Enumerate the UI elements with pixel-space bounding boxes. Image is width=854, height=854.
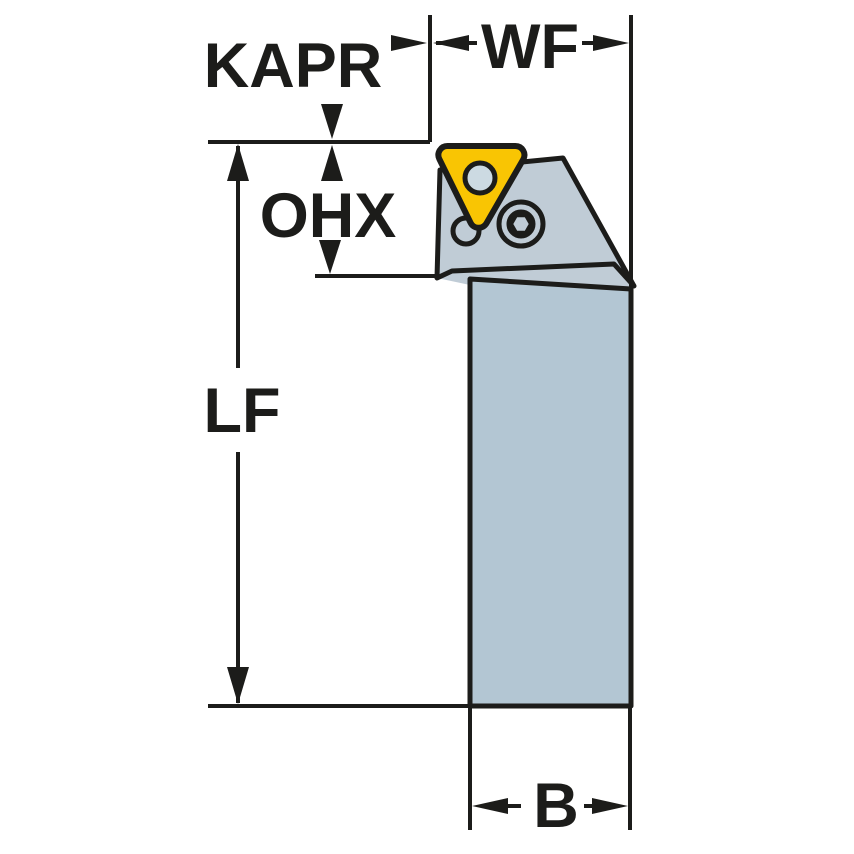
ohx-top-arrow	[321, 145, 343, 181]
lf-top-arrow	[227, 144, 249, 181]
b-right-arrow	[592, 798, 628, 814]
screw-inner-ring	[506, 209, 536, 239]
ohx-label: OHX	[260, 181, 397, 251]
kapr-label: KAPR	[204, 31, 383, 101]
wf-right-arrow	[593, 35, 629, 51]
wf-outside-left-arrow	[391, 35, 427, 51]
dimension-labels: KAPR WF OHX LF B	[204, 12, 579, 841]
screw-hex-socket	[509, 213, 533, 235]
tool-holder	[434, 143, 637, 709]
shank	[467, 276, 634, 709]
kapr-upper-arrow	[321, 104, 343, 139]
lf-bottom-arrow	[227, 667, 249, 704]
b-left-arrow	[472, 798, 508, 814]
wf-label: WF	[481, 12, 579, 82]
wf-inner-left-arrow	[433, 35, 469, 51]
screw-outer-ring	[496, 199, 546, 249]
ohx-bottom-arrow	[319, 240, 341, 274]
b-label: B	[533, 771, 579, 841]
lf-label: LF	[204, 376, 281, 446]
arrowheads	[227, 35, 629, 814]
insert-hole	[462, 160, 498, 196]
